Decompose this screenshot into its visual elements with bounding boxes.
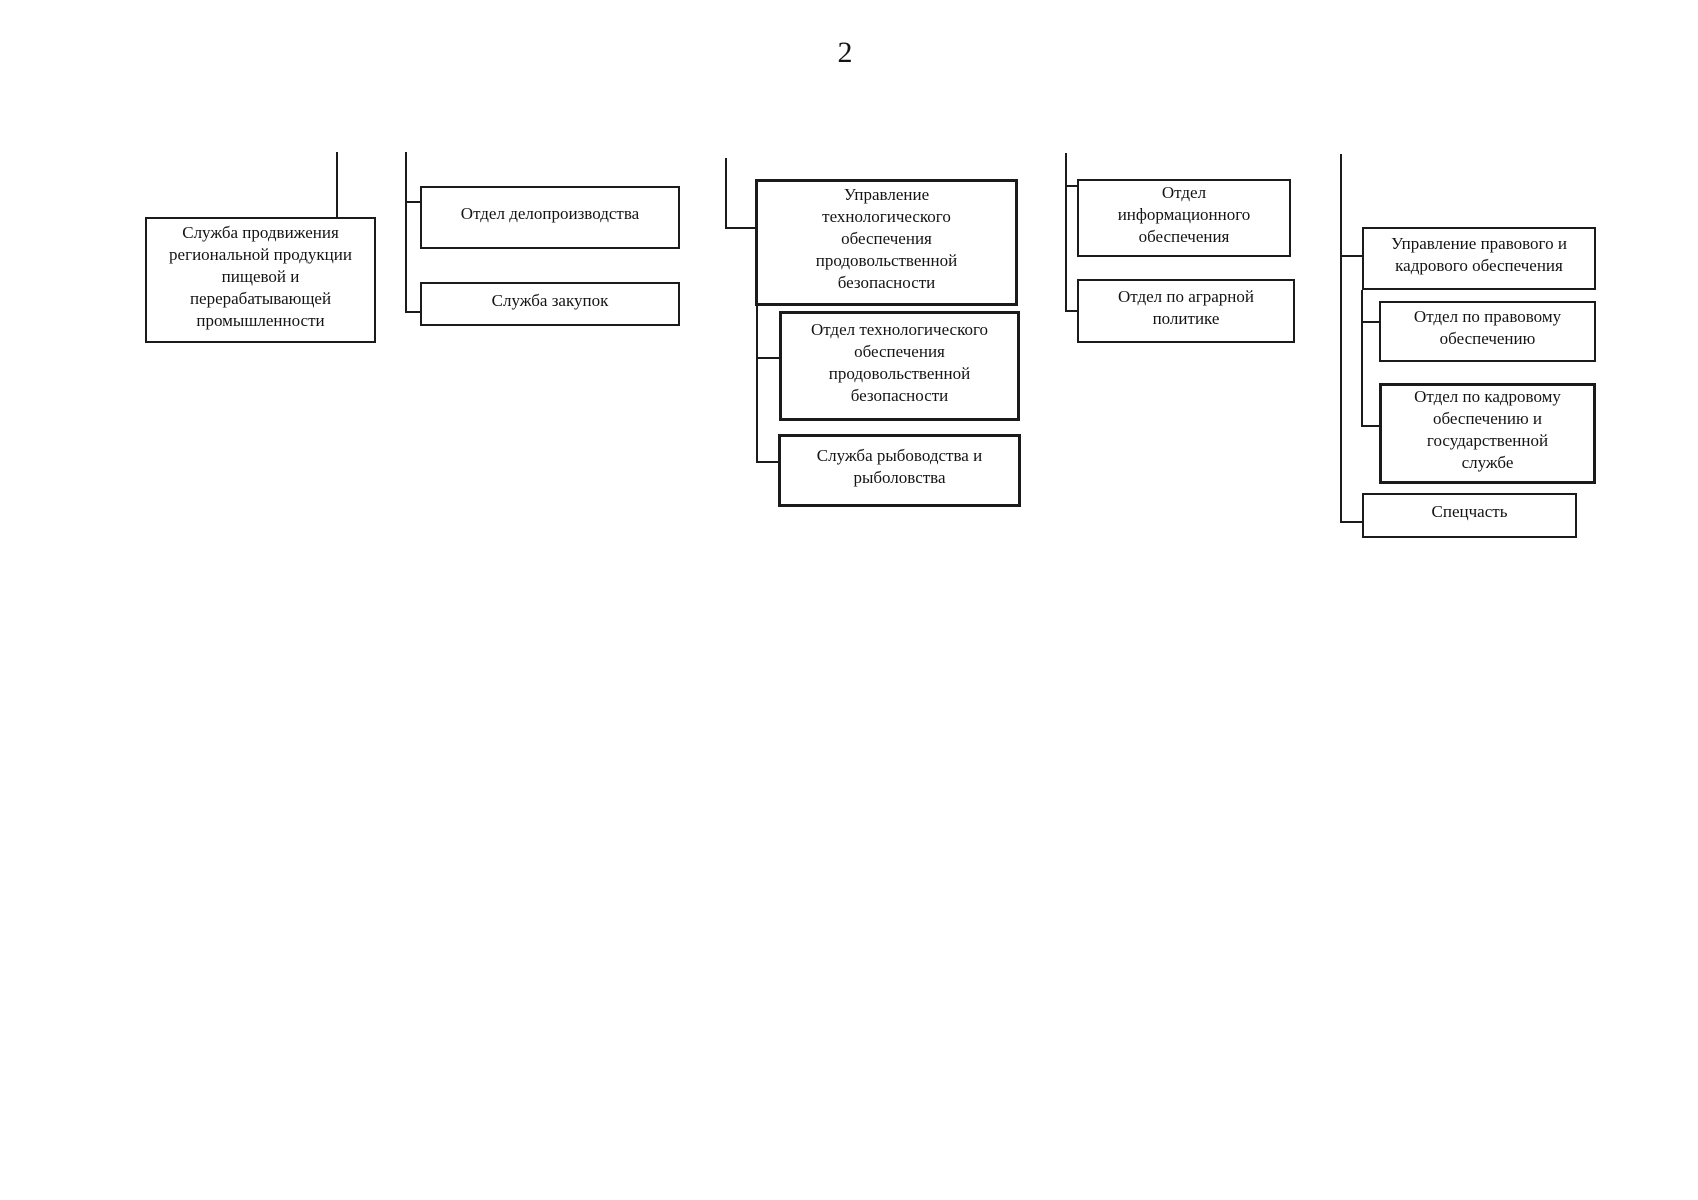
org-box-label: Отдел по кадровому обеспечению и государ… [1414, 387, 1561, 472]
org-box-label: Служба продвижения региональной продукци… [169, 222, 352, 330]
connector-line [725, 158, 727, 229]
connector-line [1361, 290, 1363, 427]
org-box-label: Служба закупок [491, 290, 609, 310]
org-box-otdel-kadrovogo: Отдел по кадровому обеспечению и государ… [1379, 383, 1596, 484]
connector-line [756, 306, 758, 463]
org-box-label: Управление правового и кадрового обеспеч… [1391, 234, 1567, 275]
org-box-label: Служба рыбоводства и рыболовства [816, 446, 983, 487]
org-box-sluzhba-prodvizheniya: Служба продвижения региональной продукци… [145, 217, 376, 343]
org-box-sluzhba-zakupok: Служба закупок [420, 282, 680, 326]
org-box-upravlenie-pravovogo: Управление правового и кадрового обеспеч… [1362, 227, 1596, 290]
org-box-upravlenie-tekhnologicheskogo: Управление технологического обеспечения … [755, 179, 1018, 306]
connector-line [725, 227, 757, 229]
connector-line [405, 201, 421, 203]
org-box-label: Отдел делопроизводства [460, 204, 640, 223]
connector-line [336, 152, 338, 217]
connector-line [1340, 255, 1363, 257]
connector-line [756, 461, 780, 463]
connector-line [1340, 154, 1342, 523]
org-box-label: Отдел по правовому обеспечению [1413, 307, 1562, 348]
org-box-otdel-informatsionnogo: Отдел информационного обеспечения [1077, 179, 1291, 257]
org-box-spetschast: Спецчасть [1362, 493, 1577, 538]
connector-line [405, 152, 407, 313]
org-box-otdel-pravovogo: Отдел по правовому обеспечению [1379, 301, 1596, 362]
org-box-label: Управление технологического обеспечения … [815, 185, 958, 292]
page-number: 2 [837, 36, 853, 69]
org-box-label: Спецчасть [1431, 502, 1508, 521]
connector-line [1340, 521, 1363, 523]
connector-line [1361, 425, 1380, 427]
org-box-label: Отдел технологического обеспечения продо… [810, 319, 989, 405]
org-box-otdel-agrarnoy-politiki: Отдел по аграрной политике [1077, 279, 1295, 343]
org-box-otdel-deloproizvodstva: Отдел делопроизводства [420, 186, 680, 249]
org-box-label: Отдел по аграрной политике [1117, 286, 1255, 328]
connector-line [756, 357, 780, 359]
org-box-label: Отдел информационного обеспечения [1117, 182, 1251, 246]
connector-line [1065, 185, 1078, 187]
connector-line [1361, 321, 1380, 323]
connector-line [1065, 153, 1067, 312]
connector-line [405, 311, 421, 313]
connector-line [1065, 310, 1078, 312]
org-box-otdel-tekhnologicheskogo: Отдел технологического обеспечения продо… [779, 311, 1020, 421]
org-box-sluzhba-rybovodstva: Служба рыбоводства и рыболовства [778, 434, 1021, 507]
